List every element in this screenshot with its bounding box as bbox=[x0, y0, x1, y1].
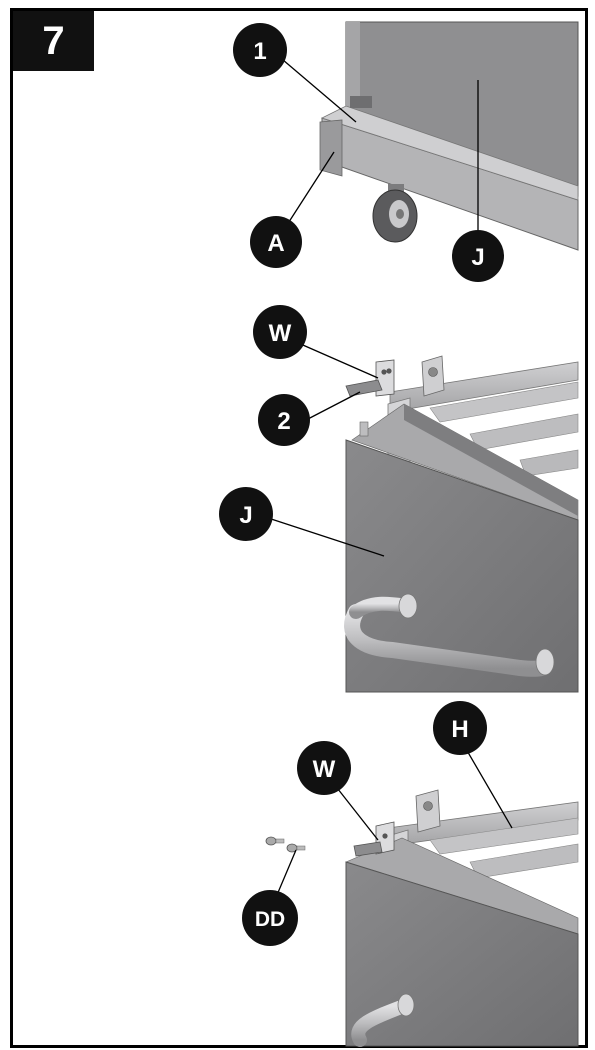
callout-2: 2 bbox=[258, 394, 310, 446]
handle bbox=[344, 593, 555, 677]
caster-wheel bbox=[372, 184, 418, 243]
callout-j: J bbox=[219, 487, 273, 541]
callout-j-label: J bbox=[239, 502, 252, 529]
callout-a: A bbox=[250, 216, 302, 268]
bracket-w bbox=[345, 359, 395, 397]
panel-2-side-panel-bracket bbox=[261, 341, 579, 693]
callout-dd-circle bbox=[242, 890, 298, 946]
callout-j-label: J bbox=[471, 244, 484, 271]
callout-j-circle bbox=[219, 487, 273, 541]
callout-j: J bbox=[452, 230, 504, 282]
callout-2-circle bbox=[258, 394, 310, 446]
screws-dd bbox=[265, 836, 306, 853]
callout-h: H bbox=[433, 701, 487, 755]
callout-w-label: W bbox=[313, 756, 336, 783]
callout-2-label: 2 bbox=[277, 408, 290, 435]
callout-w: W bbox=[297, 741, 351, 795]
panel-3-bracket-fastening bbox=[265, 741, 579, 1047]
panel-1-cabinet-base bbox=[275, 21, 579, 256]
callout-dd: DD bbox=[242, 890, 298, 946]
callout-h-circle bbox=[433, 701, 487, 755]
callout-j-circle bbox=[452, 230, 504, 282]
callout-a-label: A bbox=[267, 230, 284, 257]
callout-w-circle bbox=[253, 305, 307, 359]
step-number-badge: 7 bbox=[13, 11, 94, 71]
callout-a-circle bbox=[250, 216, 302, 268]
callout-w-label: W bbox=[269, 320, 292, 347]
callout-w-circle bbox=[297, 741, 351, 795]
callout-1-label: 1 bbox=[253, 38, 266, 65]
callout-1: 1 bbox=[233, 23, 287, 77]
callout-w: W bbox=[253, 305, 307, 359]
callout-h-label: H bbox=[451, 716, 468, 743]
callout-dd-label: DD bbox=[255, 908, 285, 931]
callout-1-circle bbox=[233, 23, 287, 77]
